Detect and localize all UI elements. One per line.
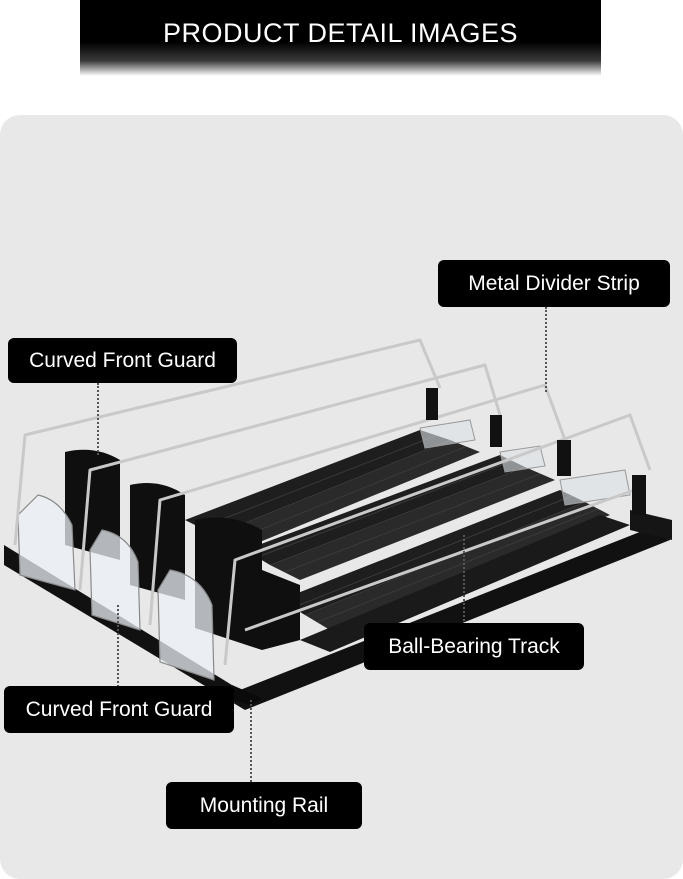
callout-text: Metal Divider Strip xyxy=(468,271,640,295)
clear-curved-fronts xyxy=(17,494,215,681)
banner-title: PRODUCT DETAIL IMAGES xyxy=(162,18,519,48)
leader-metal-divider xyxy=(545,307,547,392)
header-banner: PRODUCT DETAIL IMAGES xyxy=(80,0,601,76)
metal-dividers xyxy=(13,338,652,666)
callout-text: Ball-Bearing Track xyxy=(388,634,560,658)
callout-text: Curved Front Guard xyxy=(29,348,216,372)
callout-mounting-rail: Mounting Rail xyxy=(166,782,362,829)
mounting-rail-foot xyxy=(232,685,262,705)
end-plate xyxy=(630,510,672,540)
leader-curved-guard-top xyxy=(97,383,99,455)
leader-mounting-rail xyxy=(250,700,252,782)
callout-ball-bearing-track: Ball-Bearing Track xyxy=(364,623,584,670)
callout-text: Mounting Rail xyxy=(199,793,329,817)
track-ribs xyxy=(199,435,599,623)
leader-curved-guard-bottom xyxy=(117,605,119,687)
callout-metal-divider-strip: Metal Divider Strip xyxy=(438,260,670,307)
callout-curved-front-guard-top: Curved Front Guard xyxy=(8,338,237,383)
clear-pushers xyxy=(419,419,631,506)
callout-curved-front-guard-bottom: Curved Front Guard xyxy=(4,686,234,733)
leader-ball-bearing xyxy=(463,535,465,625)
divider-posts xyxy=(426,388,646,515)
callout-text: Curved Front Guard xyxy=(25,697,213,721)
